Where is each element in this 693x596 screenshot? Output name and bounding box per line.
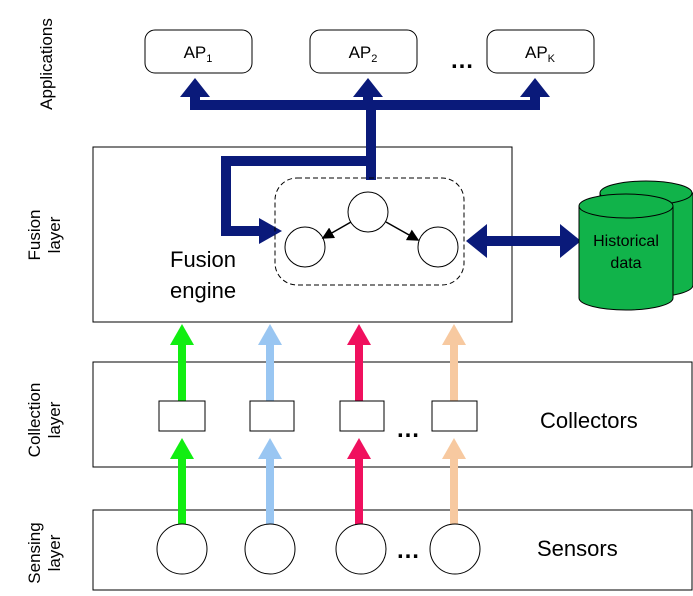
arrow-to-apk (520, 78, 550, 97)
fusion-edge-right (385, 221, 420, 241)
sensors-ellipsis: … (396, 537, 420, 564)
fusion-node-right (417, 226, 459, 268)
historical-data-store: Historical data (578, 180, 693, 311)
fusion-engine-label-line2: engine (170, 278, 236, 303)
arrow-to-ap1 (180, 78, 210, 97)
collector-box-1 (158, 400, 206, 432)
arrow-to-fusion-engine (259, 218, 282, 244)
sensor-3 (335, 523, 387, 575)
fusion-edge-left (321, 221, 352, 239)
layer-label-collection-line1: Collection (25, 383, 44, 458)
fusion-engine-label-line1: Fusion (170, 247, 236, 272)
application-box-ap2: AP2 (309, 29, 418, 74)
collector-box-3 (339, 400, 385, 432)
apk-label: APK (525, 43, 556, 65)
sensor-4 (429, 523, 481, 575)
layer-label-applications: Applications (37, 18, 56, 110)
layer-label-sensing: Sensing layer (25, 522, 64, 583)
layer-label-sensing-line2: layer (45, 534, 64, 571)
collectors-label: Collectors (540, 408, 638, 433)
sensor-1 (156, 523, 208, 575)
layer-label-collection: Collection layer (25, 383, 64, 458)
ap1-label: AP1 (184, 43, 213, 65)
fusion-engine-boundary (274, 177, 465, 286)
sensors-label: Sensors (537, 536, 618, 561)
sensor-2 (244, 523, 296, 575)
layer-label-sensing-line1: Sensing (25, 522, 44, 583)
stream-green (170, 324, 194, 531)
layer-label-applications-line1: Applications (37, 18, 56, 110)
application-box-apk: APK (486, 29, 595, 74)
applications-ellipsis: … (450, 47, 474, 74)
db-cylinder-front (578, 193, 674, 311)
arrow-to-ap2 (353, 78, 383, 97)
fusion-engine (274, 177, 465, 286)
fusion-node-left (284, 226, 326, 268)
layer-label-fusion-line1: Fusion (25, 209, 44, 260)
stream-orange (442, 324, 466, 531)
layer-label-collection-line2: layer (45, 401, 64, 438)
layer-label-fusion-line2: layer (45, 216, 64, 253)
collector-box-4 (431, 400, 478, 432)
historical-data-link-arrow (466, 224, 581, 258)
collector-box-2 (249, 400, 295, 432)
application-arrows (180, 78, 550, 244)
layer-label-fusion: Fusion layer (25, 209, 64, 260)
historical-data-label-line1: Historical (593, 233, 659, 250)
application-box-ap1: AP1 (144, 29, 253, 74)
historical-data-label-line2: data (610, 255, 641, 272)
stream-red (347, 324, 371, 531)
collectors-ellipsis: … (396, 416, 420, 443)
ap2-label: AP2 (349, 43, 378, 65)
stream-blue (258, 324, 282, 531)
fusion-node-top (347, 191, 389, 233)
